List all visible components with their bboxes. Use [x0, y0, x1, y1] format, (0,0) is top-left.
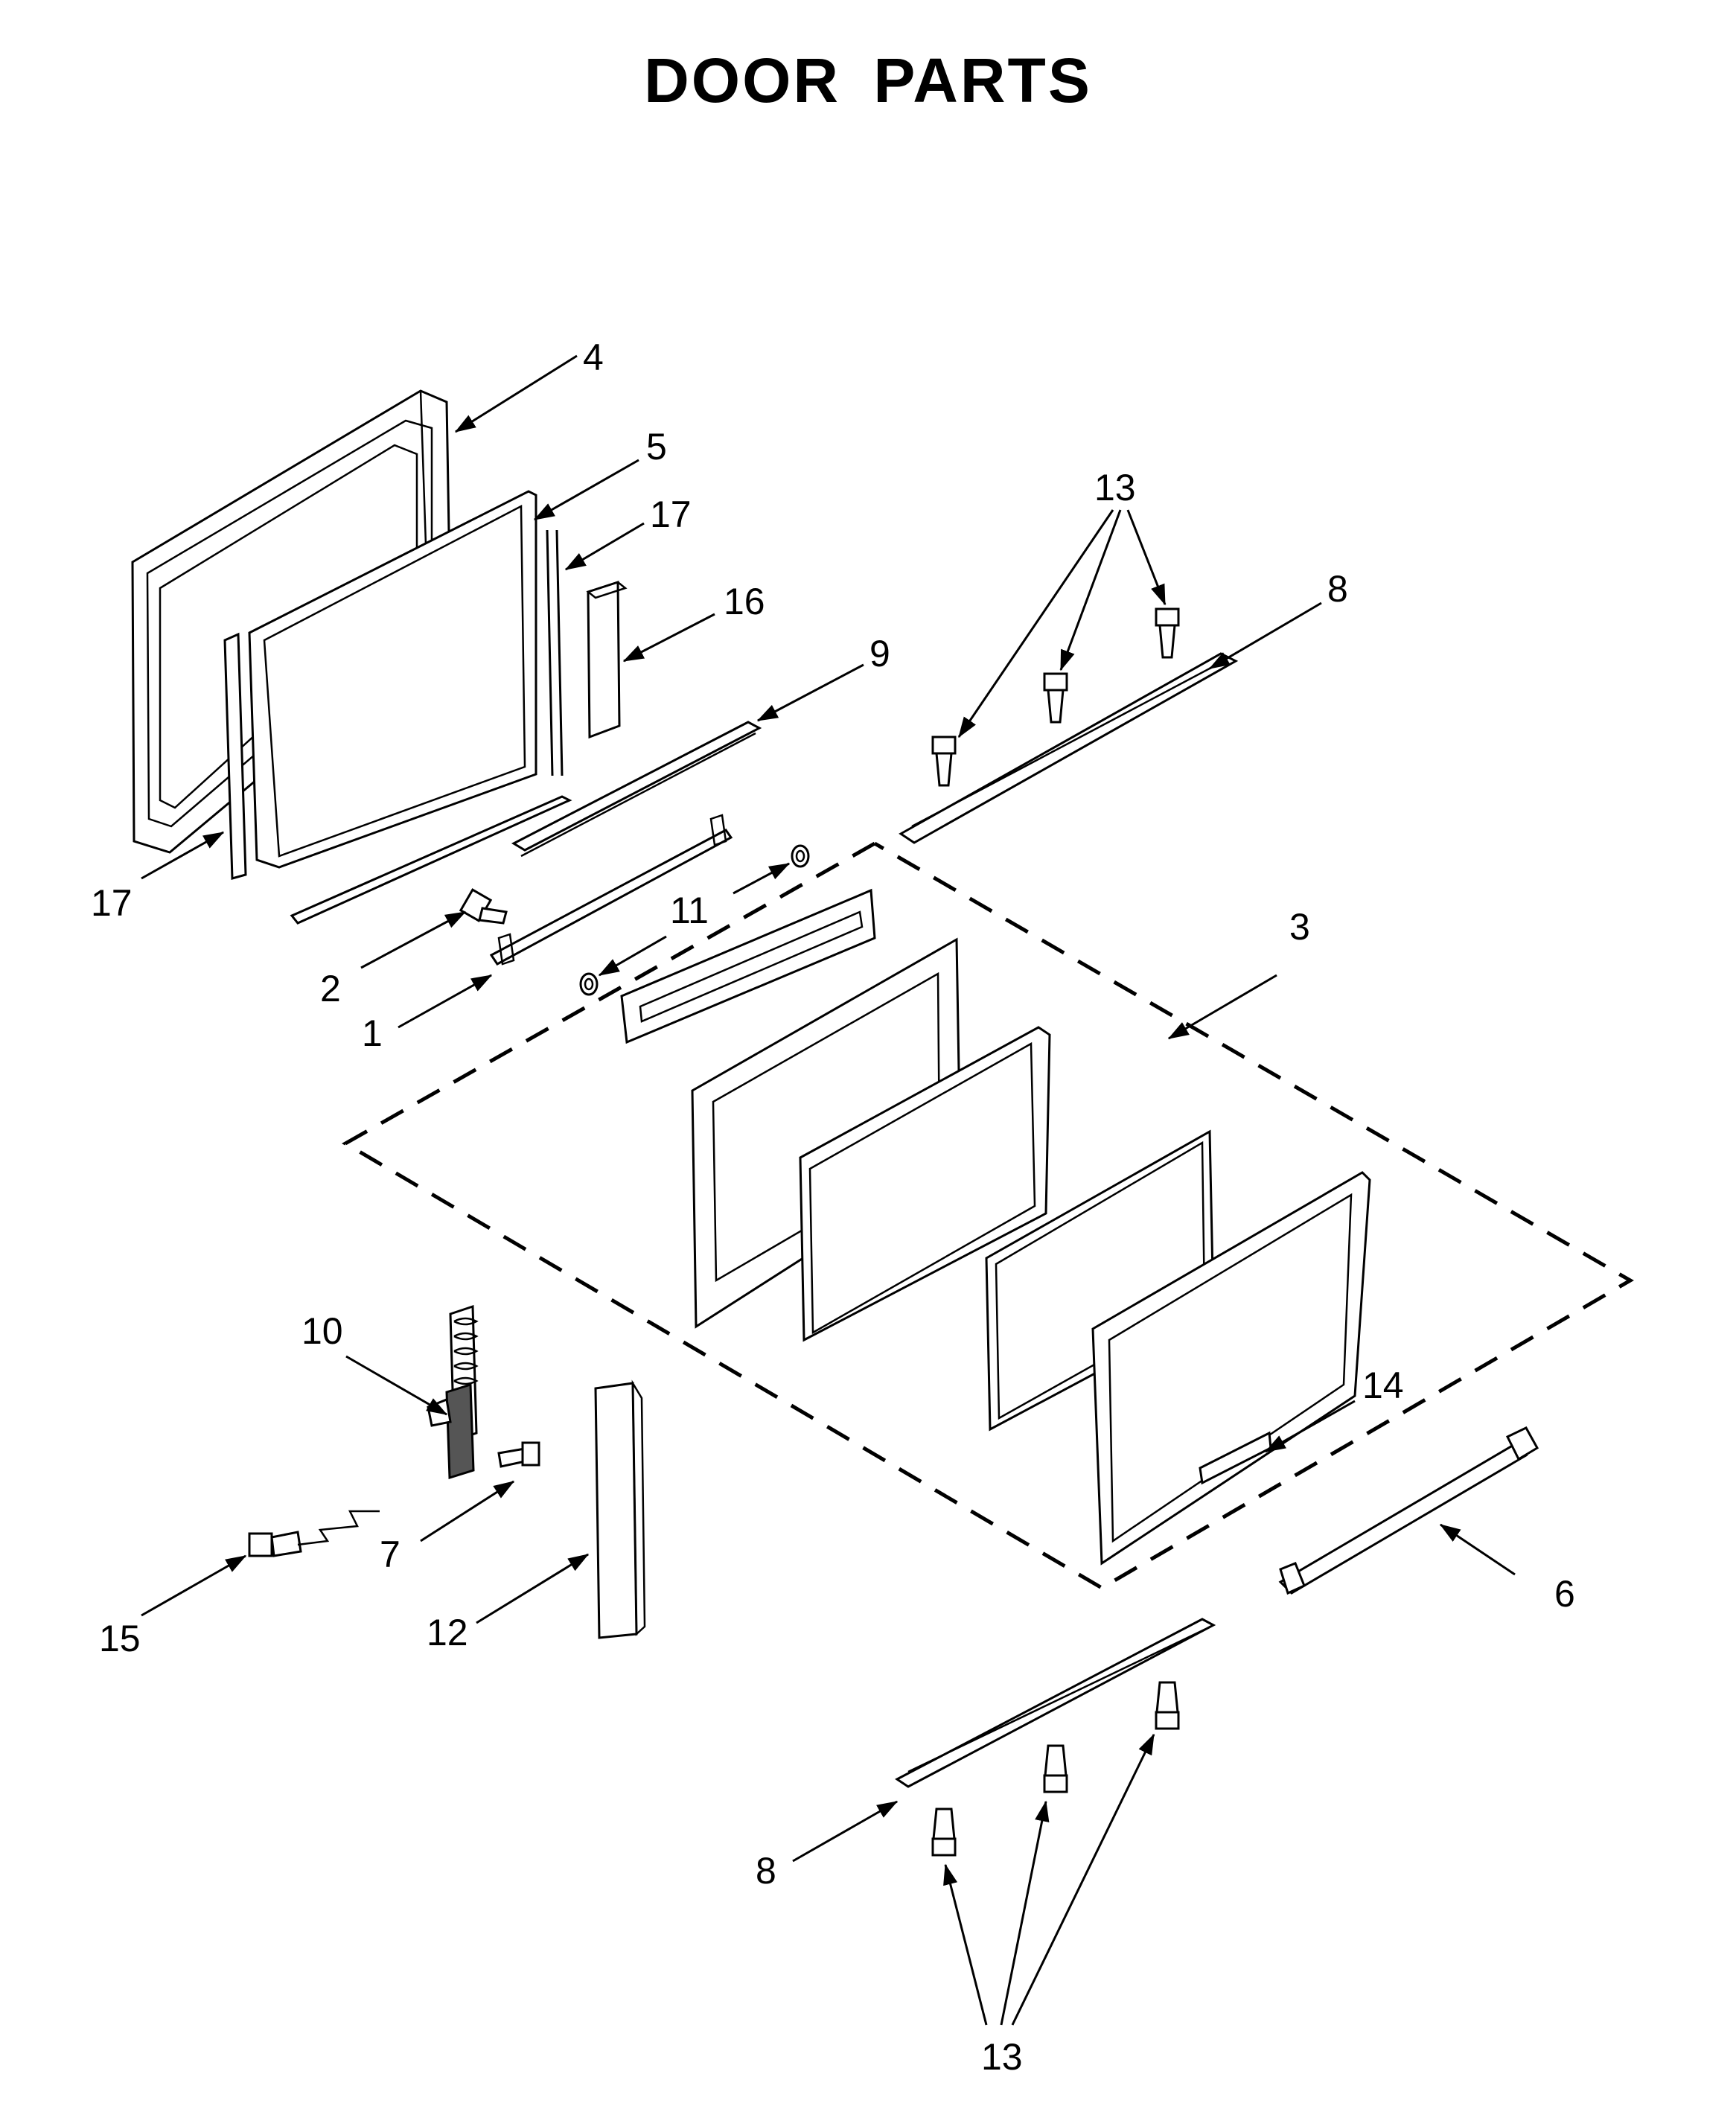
callout-8-top: 8: [1327, 568, 1348, 610]
part-13-bottom-screw-3: [1155, 1681, 1180, 1730]
leader-5: [533, 459, 639, 521]
leader-1: [398, 974, 493, 1029]
part-12-side-trim: [594, 1379, 646, 1639]
leader-13-top-b: [1059, 509, 1122, 671]
callout-labels: 4 5 17 16 9 17 2 1 11 3 13 8 10 7 15 12 …: [91, 336, 1575, 2078]
leader-4: [454, 354, 578, 433]
part-8-top-vent-bracket: [899, 652, 1239, 844]
callout-5: 5: [646, 426, 667, 468]
part-13-top-screw-2: [1043, 672, 1068, 724]
leader-15: [141, 1554, 247, 1617]
part-13-bottom-screw-2: [1043, 1744, 1068, 1793]
callout-16: 16: [724, 581, 765, 622]
part-17-gasket-side: [546, 529, 564, 776]
leader-9: [756, 663, 864, 722]
leader-13-bottom-c: [1011, 1733, 1155, 2026]
part-16-insulation-channel: [586, 580, 628, 739]
part-5-inner-glass: [248, 490, 537, 869]
part-17-gasket-bottom: [290, 795, 572, 925]
callout-7: 7: [380, 1534, 401, 1575]
leader-8-bottom: [792, 1800, 899, 1863]
callout-2: 2: [320, 968, 341, 1009]
callout-17-left: 17: [91, 882, 133, 924]
callout-13-bottom: 13: [981, 2036, 1023, 2078]
leader-8-top: [1208, 602, 1322, 670]
part-1-bracket-rail: [489, 814, 733, 966]
leader-2: [360, 910, 467, 969]
door-glass-pack: [799, 1026, 1051, 1342]
door-assembly-outline: [341, 841, 1634, 1590]
leader-14: [1264, 1400, 1356, 1453]
part-11-grommet-bottom: [579, 972, 599, 996]
leader-10: [345, 1355, 448, 1416]
leader-12: [476, 1553, 590, 1624]
leader-13-bottom-b: [1000, 1800, 1050, 2026]
leader-6: [1439, 1523, 1516, 1576]
leader-lines: [141, 354, 1516, 2026]
door-outer-panel: [1091, 1171, 1371, 1566]
callout-8-bottom: 8: [756, 1850, 776, 1892]
callout-17-top: 17: [650, 494, 692, 535]
callout-15: 15: [99, 1618, 141, 1659]
callout-6: 6: [1554, 1573, 1575, 1615]
leader-17-left: [141, 831, 225, 880]
leader-11-bottom: [598, 935, 667, 977]
callout-10: 10: [301, 1310, 343, 1352]
part-15-screw: [248, 1510, 380, 1557]
leader-13-top-c: [1126, 509, 1167, 606]
part-6-handle: [1278, 1426, 1539, 1595]
door-top-spacer: [620, 888, 876, 1044]
leader-11-top: [733, 862, 791, 895]
leader-7: [420, 1480, 515, 1542]
callout-9: 9: [869, 633, 890, 674]
callout-1: 1: [362, 1012, 383, 1054]
leader-17-top: [564, 522, 645, 571]
part-11-grommet-top: [791, 844, 810, 868]
callout-12: 12: [427, 1612, 468, 1653]
callout-3: 3: [1289, 906, 1310, 948]
part-10-hinge: [427, 1304, 479, 1480]
part-17-gasket-left: [223, 632, 247, 880]
part-13-top-screw-3: [1155, 607, 1180, 659]
part-13-top-screw-1: [931, 736, 957, 787]
leader-3: [1167, 974, 1277, 1040]
leader-16: [622, 613, 715, 663]
leader-13-top-a: [957, 509, 1114, 738]
part-7-hinge-screw: [497, 1441, 540, 1468]
part-2-screw: [459, 888, 508, 925]
part-8-bottom-vent-bracket: [895, 1618, 1216, 1788]
part-13-bottom-screw-1: [931, 1808, 957, 1857]
part-9-top-trim: [511, 721, 762, 858]
page-title: DOOR PARTS: [644, 45, 1092, 115]
callout-14: 14: [1362, 1365, 1404, 1406]
leader-13-bottom-a: [943, 1863, 988, 2026]
callout-4: 4: [583, 336, 604, 378]
callout-11: 11: [670, 890, 709, 931]
callout-13-top: 13: [1094, 467, 1136, 508]
